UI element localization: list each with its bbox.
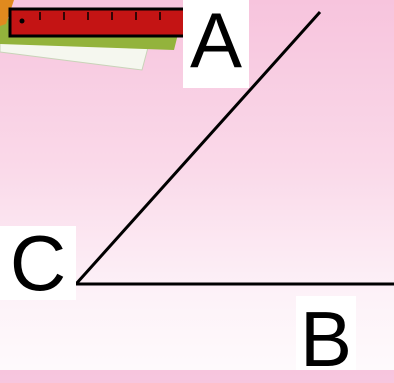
- vertex-label-c: C: [0, 224, 76, 302]
- vertex-label-b: B: [296, 296, 356, 382]
- ruler: [8, 7, 187, 38]
- ruler-hole: [19, 18, 25, 24]
- vertex-label-a: A: [183, 0, 249, 88]
- orange-corner: [0, 0, 14, 26]
- ruler-clipart: [0, 0, 187, 71]
- ray-ca: [74, 10, 322, 286]
- ruler-ticks: [39, 12, 161, 20]
- angle-diagram: [0, 0, 394, 286]
